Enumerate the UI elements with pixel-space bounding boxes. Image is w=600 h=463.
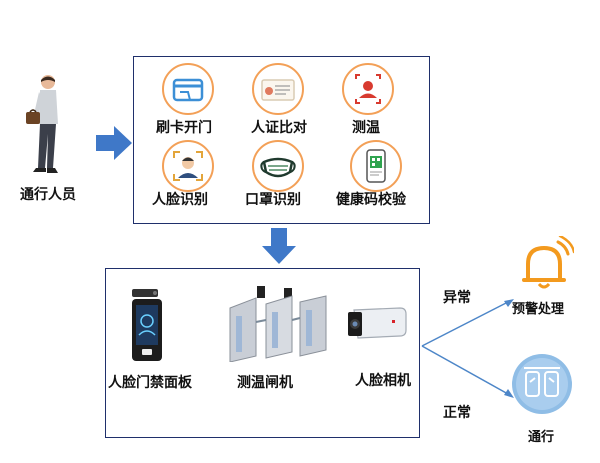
branch-condition-abnormal: 异常	[443, 290, 471, 306]
alarm-bell-icon	[514, 236, 574, 292]
check-label-id-compare: 人证比对	[251, 120, 307, 136]
result-label-alarm: 预警处理	[512, 302, 565, 317]
result-label-pass: 通行	[528, 430, 555, 445]
device-label-turnstile: 测温闸机	[237, 375, 293, 391]
mask-icon	[252, 140, 304, 192]
arrow-right-icon	[96, 126, 132, 160]
face-access-panel-icon	[128, 285, 172, 365]
check-label-health-code: 健康码校验	[336, 192, 406, 208]
check-label-temperature: 测温	[352, 120, 380, 136]
branch-condition-normal: 正常	[443, 405, 471, 421]
person-label: 通行人员	[20, 187, 76, 203]
arrow-down-icon	[262, 228, 296, 264]
temperature-scan-icon	[342, 63, 394, 115]
person-icon	[26, 75, 58, 173]
check-label-face: 人脸识别	[152, 192, 208, 208]
card-swipe-icon	[162, 63, 214, 115]
turnstile-gate-icon	[222, 286, 332, 362]
health-code-icon	[350, 140, 402, 192]
face-recognition-icon	[162, 140, 214, 192]
walking-person-figure	[22, 72, 72, 182]
pass-gate-icon	[510, 352, 574, 416]
arrow-down	[262, 228, 296, 264]
check-label-card-swipe: 刷卡开门	[156, 120, 212, 136]
device-label-face-panel: 人脸门禁面板	[108, 375, 192, 391]
device-label-face-camera: 人脸相机	[355, 373, 411, 389]
face-camera-icon	[348, 302, 408, 342]
id-card-icon	[252, 63, 304, 115]
branch-lines	[420, 290, 520, 420]
arrow-right	[96, 126, 132, 160]
check-label-mask: 口罩识别	[245, 192, 301, 208]
